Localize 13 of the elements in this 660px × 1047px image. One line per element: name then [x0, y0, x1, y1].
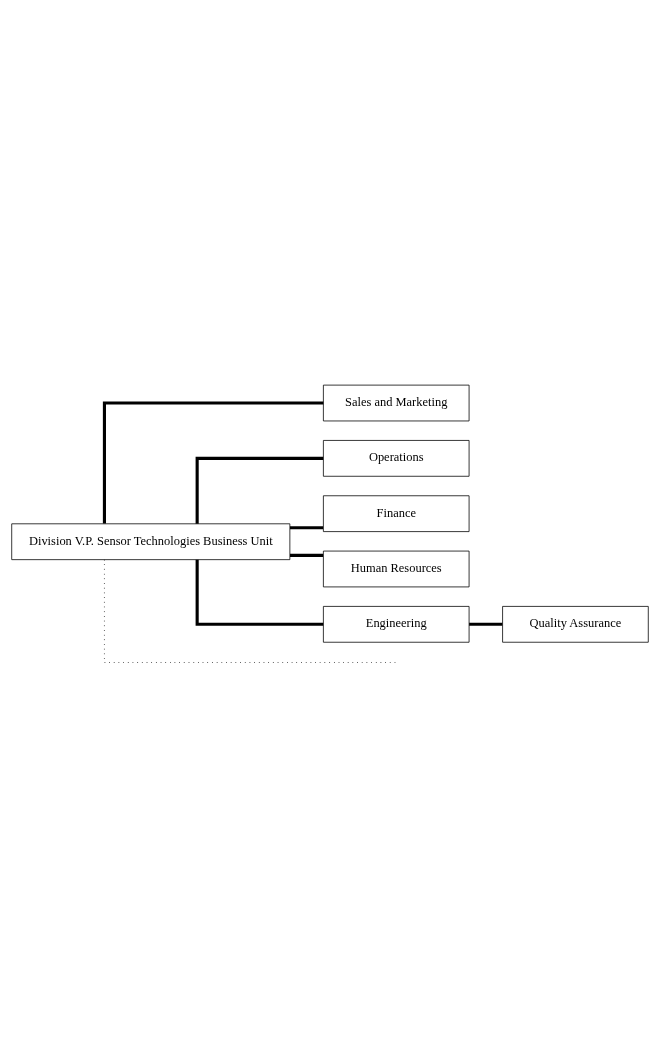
connector — [195, 559, 324, 626]
node-box: Operations — [323, 439, 470, 477]
node-box: Finance — [323, 494, 470, 532]
node-box: Division V.P. Sensor Technologies Business Unit — [11, 522, 291, 560]
node-box: Quality Assurance — [502, 605, 649, 643]
connector — [469, 622, 503, 626]
connector — [290, 553, 324, 557]
connector — [102, 401, 324, 524]
connector — [290, 525, 324, 529]
node-box: Engineering — [323, 605, 470, 643]
connector — [195, 456, 324, 524]
node-box: Human Resources — [323, 550, 470, 587]
node-box: Sales and Marketing — [323, 384, 470, 421]
